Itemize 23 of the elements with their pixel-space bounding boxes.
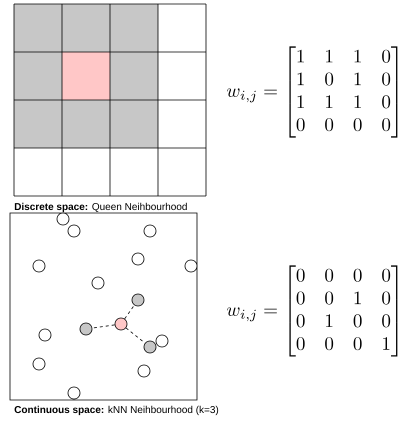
point-circle <box>80 322 92 336</box>
caption: Continuous space: kNN Neihbourhood (k=3) <box>14 406 218 416</box>
dashed-link <box>124 304 135 320</box>
point-circle <box>144 224 156 238</box>
point-circle <box>68 224 80 238</box>
dashed-link <box>92 324 116 328</box>
caption: Discrete space: Queen Neihbourhood <box>14 202 187 212</box>
point-circle <box>56 212 70 226</box>
point-circle <box>92 276 104 290</box>
point-circle <box>38 328 52 342</box>
point-circle <box>184 260 198 272</box>
point-circle <box>132 252 144 266</box>
dashed-link <box>126 328 146 344</box>
point-circle <box>156 334 168 348</box>
point-circle <box>32 260 46 272</box>
point-circle <box>132 294 144 306</box>
point-circle <box>32 358 46 370</box>
weight-matrix: $w_{i,j} = \begin{bmatrix}0 & 0 & 0 & 0\\ 0 & 0 & 1 & 0\\ 0 & 1 & 0 & 0\\ 0 & 0 & 0 & 1\end{bmatrix}$ <box>226 265 398 357</box>
point-circle <box>68 386 80 400</box>
weight-matrix: $w_{i,j} = \begin{bmatrix}1 & 1 & 1 & 0\\ 1 & 0 & 1 & 0\\ 1 & 1 & 1 & 0\\ 0 & 0 & 0 & 0\end{bmatrix}$ <box>226 46 398 138</box>
point-circle <box>114 318 128 330</box>
point-circle <box>144 340 156 354</box>
point-circle <box>138 364 150 378</box>
